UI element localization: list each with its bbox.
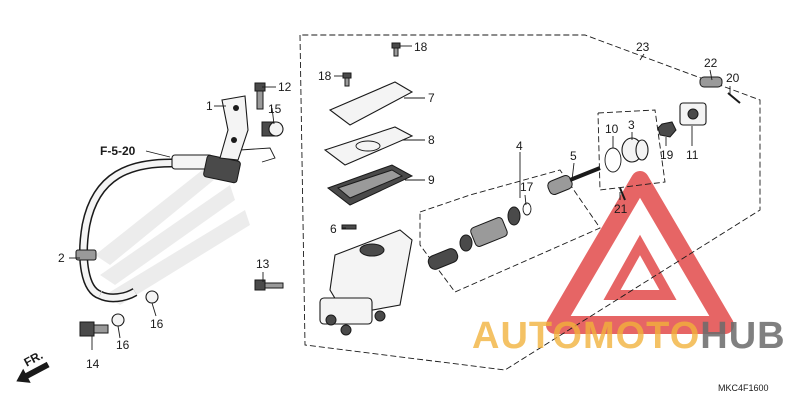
cap-plate xyxy=(323,126,414,166)
callout-15: 15 xyxy=(268,102,282,116)
callout-16-right: 16 xyxy=(150,317,164,331)
master-cylinder-body xyxy=(319,229,413,336)
front-direction-arrow: FR. xyxy=(16,348,50,383)
diaphragm-inner xyxy=(336,169,404,199)
callout-11: 11 xyxy=(686,148,699,162)
push-rod xyxy=(547,166,601,195)
diagram-code: MKC4F1600 xyxy=(718,383,769,393)
callout-3: 3 xyxy=(628,118,635,132)
pin-21 xyxy=(619,187,626,201)
callout-18-second: 18 xyxy=(318,69,332,83)
callout-19: 19 xyxy=(660,148,674,162)
bolt-14 xyxy=(79,321,109,337)
callout-9: 9 xyxy=(428,173,435,187)
callout-6: 6 xyxy=(330,222,337,236)
bracket-part xyxy=(219,95,249,161)
callout-21: 21 xyxy=(614,202,628,216)
callout-16-left: 16 xyxy=(116,338,130,352)
nut-19 xyxy=(657,121,677,138)
pin-6 xyxy=(341,224,357,230)
washer-16-left xyxy=(111,313,125,327)
watermark-part-1: AUTOMOTO xyxy=(472,315,700,357)
ring-10 xyxy=(604,147,622,173)
reference-label: F-5-20 xyxy=(100,144,136,158)
bolt-15 xyxy=(261,121,284,137)
clevis-11 xyxy=(679,102,707,126)
bolt-13 xyxy=(254,279,284,291)
callout-4: 4 xyxy=(516,139,523,153)
callout-5: 5 xyxy=(570,149,577,163)
screw-18-second xyxy=(342,72,352,87)
watermark-wordmark: AUTOMOTOHUB xyxy=(472,315,786,357)
assembly-10-outline xyxy=(597,109,666,191)
plate-hole xyxy=(355,140,381,152)
boot-3 xyxy=(621,137,649,163)
callout-1: 1 xyxy=(206,99,213,113)
watermark-triangle xyxy=(546,171,734,334)
washer-16-right xyxy=(145,290,159,304)
callout-14: 14 xyxy=(86,357,100,371)
reference-arrow xyxy=(145,150,171,158)
callout-17: 17 xyxy=(520,180,534,194)
reservoir-cap xyxy=(328,81,414,126)
callout-18-top: 18 xyxy=(414,40,428,54)
leader-lines xyxy=(69,45,731,350)
watermark-part-2: HUB xyxy=(700,315,785,357)
background-wing-logo xyxy=(95,160,250,305)
callout-12: 12 xyxy=(278,80,292,94)
brake-hose xyxy=(75,147,276,303)
callout-7: 7 xyxy=(428,91,435,105)
callout-10: 10 xyxy=(605,122,619,136)
callout-2: 2 xyxy=(58,251,65,265)
callout-23: 23 xyxy=(636,40,650,54)
assembly-23-outline xyxy=(299,34,761,371)
callout-8: 8 xyxy=(428,133,435,147)
clevis-pin-22 xyxy=(699,76,723,88)
piston-kit xyxy=(427,202,532,270)
callout-20: 20 xyxy=(726,71,740,85)
callout-22: 22 xyxy=(704,56,718,70)
screw-18-top xyxy=(391,42,401,57)
assembly-4-outline xyxy=(419,169,601,293)
callout-13: 13 xyxy=(256,257,270,271)
